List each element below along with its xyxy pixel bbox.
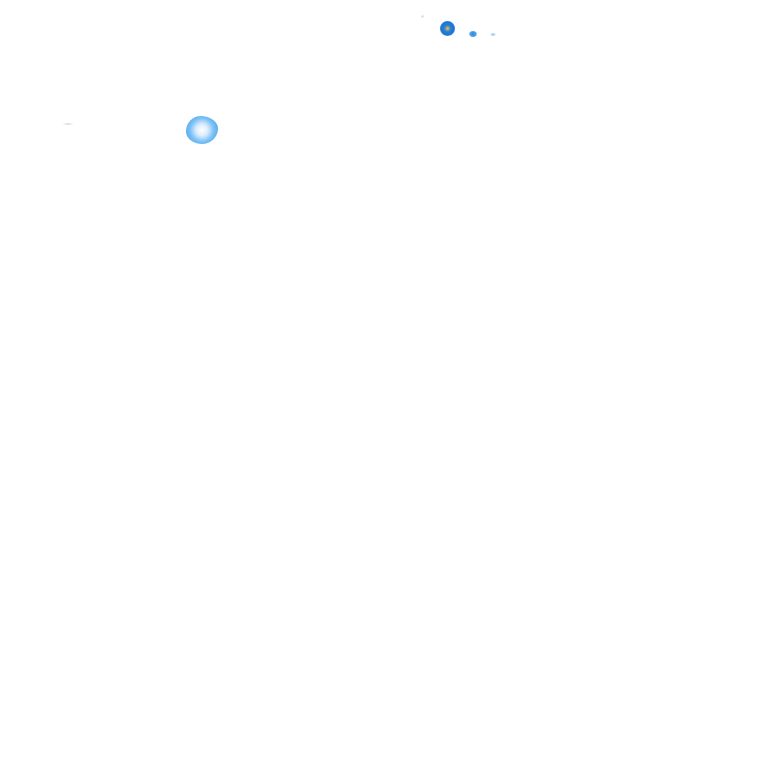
- small-blue-dot: [469, 31, 477, 37]
- faint-trace-smudge: [62, 123, 74, 125]
- pale-blue-blob: [186, 116, 218, 144]
- faint-trace-dot: [490, 33, 496, 36]
- faint-trace-dot: [421, 15, 424, 18]
- bright-blue-spot: [440, 21, 455, 36]
